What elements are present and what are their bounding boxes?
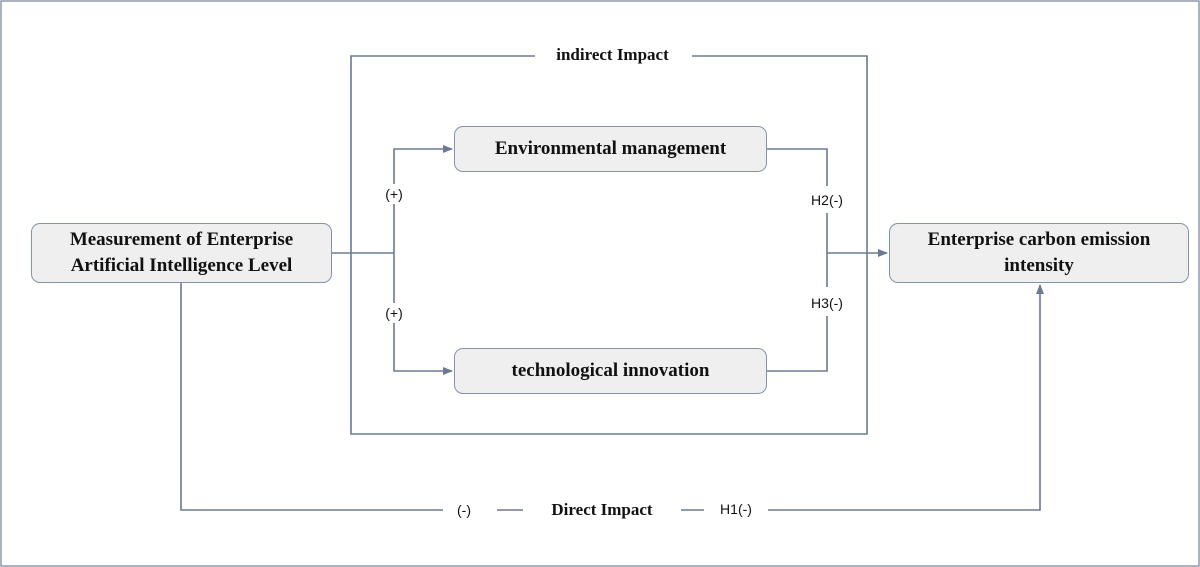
plus-lower-label: (+) [376, 303, 412, 323]
ai-level-label: Measurement of Enterprise Artificial Int… [69, 229, 294, 276]
h2-label: H2(-) [802, 189, 852, 211]
env-management-label: Environmental management [494, 138, 727, 159]
env-to-merge-line-top [767, 148, 828, 186]
minus-direct-label: (-) [447, 500, 481, 520]
ai-level-node: Measurement of Enterprise Artificial Int… [31, 223, 332, 283]
branch-to-tech-arrow [393, 253, 453, 375]
direct-path-arrow [768, 284, 1044, 511]
plus-upper-label: (+) [376, 184, 412, 204]
tech-to-merge-line-bottom [767, 316, 828, 372]
indirect-impact-frame [350, 55, 868, 435]
direct-path-segment-1 [180, 283, 443, 511]
h1-label: H1(-) [708, 498, 764, 520]
env-management-node: Environmental management [454, 126, 767, 172]
tech-innovation-node: technological innovation [454, 348, 767, 394]
h3-label: H3(-) [802, 292, 852, 314]
carbon-intensity-node: Enterprise carbon emission intensity [889, 223, 1189, 283]
carbon-intensity-label: Enterprise carbon emission intensity [927, 229, 1151, 276]
indirect-impact-label: indirect Impact [540, 44, 685, 66]
branch-to-env-arrow [393, 145, 453, 253]
direct-impact-label: Direct Impact [528, 498, 676, 522]
tech-innovation-label: technological innovation [511, 360, 710, 381]
